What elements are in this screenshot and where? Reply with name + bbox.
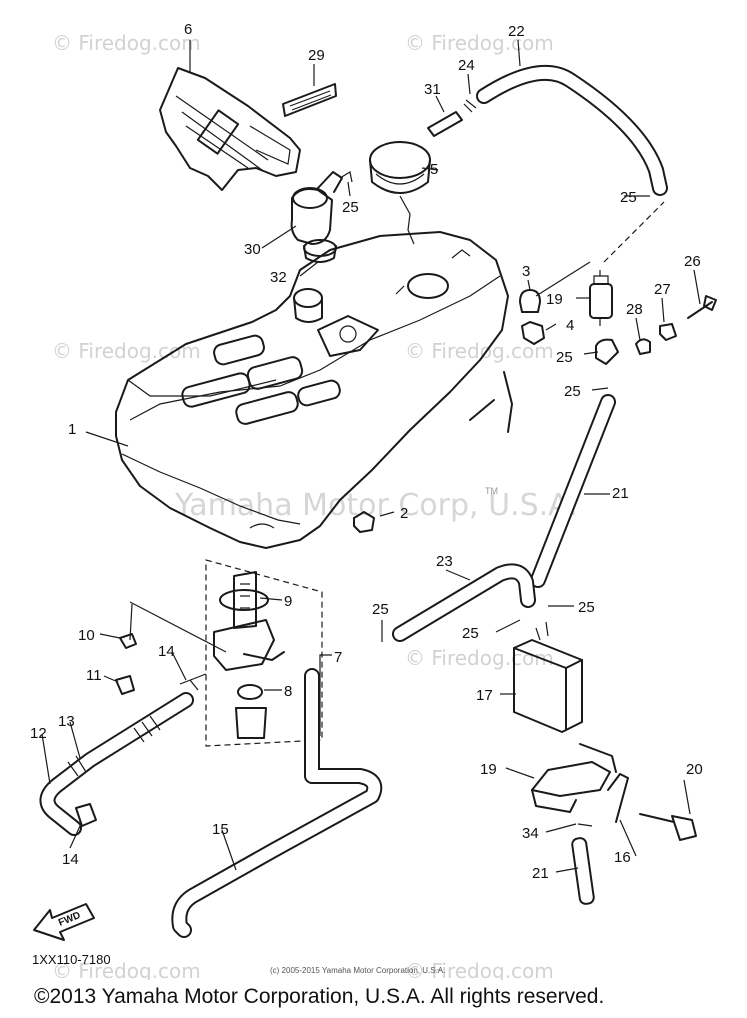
callout-22: 21 — [612, 485, 629, 502]
callout-10: 10 — [78, 627, 95, 644]
watermark: © Firedog.com — [52, 339, 201, 363]
part-vent-hose-23 — [476, 64, 668, 196]
callout-12: 12 — [30, 725, 47, 742]
callout-23: 22 — [508, 23, 525, 40]
callout-33: 32 — [270, 269, 287, 286]
fwd-label: FWD — [57, 910, 82, 929]
part-canister — [513, 621, 583, 733]
watermark: © Firedog.com — [405, 646, 554, 670]
trademark-mark: TM — [485, 486, 498, 496]
callout-20: 19 — [546, 291, 563, 308]
diagram-code: 1XX110-7180 — [32, 952, 111, 967]
callout-16: 17 — [476, 687, 493, 704]
callout-13: 13 — [58, 713, 75, 730]
watermark: © Firedog.com — [52, 31, 201, 55]
callout-26: 25 — [556, 349, 573, 366]
callout-32: 31 — [424, 81, 441, 98]
part-vent-hose-24 — [392, 563, 536, 642]
callout-14: 14 — [62, 851, 79, 868]
part-fuel-filter — [589, 270, 613, 326]
callout-14: 14 — [158, 643, 175, 660]
callout-25: 25 — [564, 383, 581, 400]
part-fuel-tank — [115, 231, 513, 549]
watermark: © Firedog.com — [52, 959, 201, 980]
part-bracket-set — [531, 743, 697, 905]
part-fuel-hose-13 — [39, 692, 194, 836]
part-side-cover — [159, 67, 301, 191]
fwd-arrow: FWD — [33, 903, 95, 941]
part-fuel-cap — [369, 141, 431, 245]
part-26-29 — [595, 295, 717, 365]
callout-21: 21 — [532, 865, 549, 882]
callout-24: 23 — [436, 553, 453, 570]
small-copyright: (c) 2005-2015 Yamaha Motor Corporation, … — [270, 966, 446, 975]
watermark-layer: © Firedog.com © Firedog.com © Firedog.co… — [52, 31, 578, 980]
callout-11: 11 — [86, 667, 102, 684]
callout-17: 16 — [614, 849, 631, 866]
part-2 — [353, 511, 375, 533]
callout-29: 28 — [626, 301, 643, 318]
part-fuel-hose-15 — [171, 668, 383, 938]
callout-25: 25 — [620, 189, 637, 206]
callout-15: 15 — [212, 821, 229, 838]
callout-1: 1 — [68, 421, 76, 438]
callout-4: 4 — [566, 317, 574, 334]
part-vent-hose-22 — [530, 394, 616, 588]
callout-5: 5 — [430, 161, 438, 178]
callout-8: 8 — [284, 683, 292, 700]
callout-30: 29 — [308, 47, 325, 64]
callout-9: 9 — [284, 593, 292, 610]
callout-25: 25 — [578, 599, 595, 616]
copyright-notice: ©2013 Yamaha Motor Corporation, U.S.A. A… — [34, 985, 605, 1008]
watermark: © Firedog.com — [405, 31, 554, 55]
part-10-11-14 — [75, 633, 137, 827]
callout-7: 7 — [334, 649, 342, 666]
callout-25: 25 — [462, 625, 479, 642]
callout-2: 2 — [400, 505, 408, 522]
part-filler-neck — [290, 171, 343, 263]
callout-6: 6 — [184, 21, 192, 38]
callout-34: 34 — [522, 825, 539, 842]
callout-31: 30 — [244, 241, 261, 258]
callout-19: 20 — [686, 761, 703, 778]
part-fuel-cock — [179, 559, 323, 747]
callout-25: 24 — [458, 57, 475, 74]
callout-3: 3 — [522, 263, 530, 280]
callout-27: 26 — [684, 253, 701, 270]
callout-28: 27 — [654, 281, 671, 298]
part-label-plate — [282, 83, 337, 117]
company-watermark: Yamaha Motor Corp, U.S.A. — [174, 488, 578, 523]
callout-25: 25 — [372, 601, 389, 618]
callout-25: 25 — [342, 199, 359, 216]
leader-lines — [41, 39, 701, 873]
parts-diagram: © Firedog.com © Firedog.com © Firedog.co… — [30, 21, 717, 980]
callout-numbers: 6 29 31 24 22 5 25 30 32 25 3 4 19 26 27… — [30, 21, 703, 882]
part-vent-fitting — [339, 99, 477, 183]
part-3-4 — [519, 289, 545, 345]
watermark: © Firedog.com — [405, 339, 554, 363]
watermark: © Firedog.com — [405, 959, 554, 980]
callout-18: 19 — [480, 761, 497, 778]
